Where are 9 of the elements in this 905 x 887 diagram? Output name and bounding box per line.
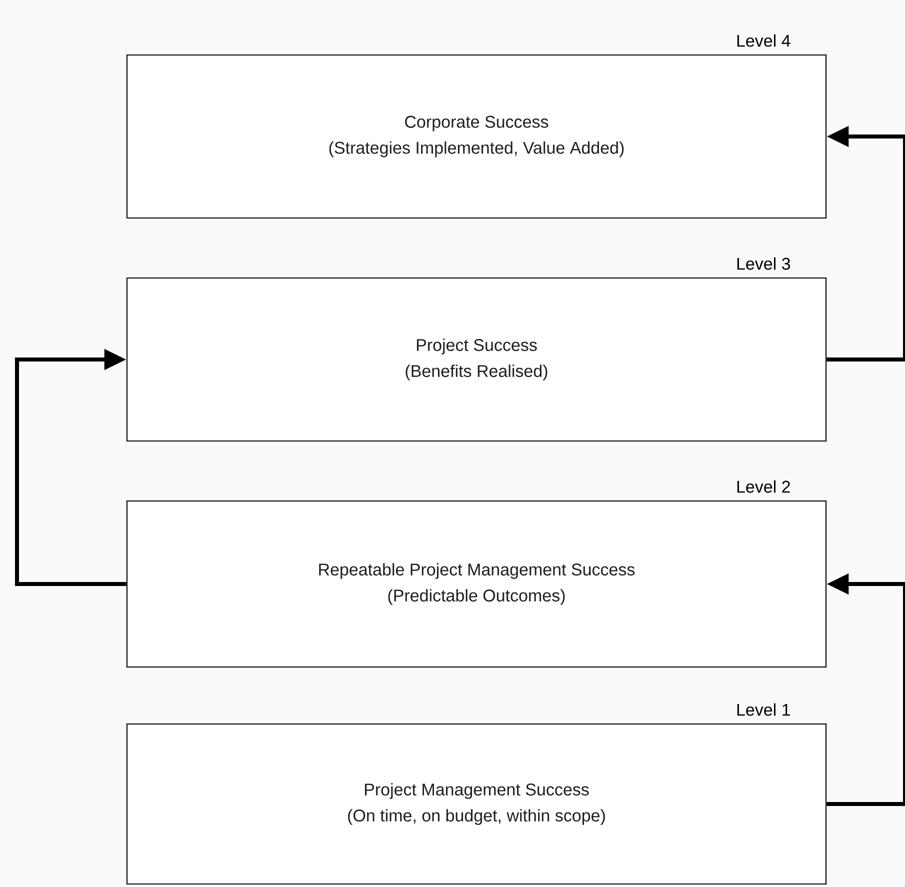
level-label: Level 3 [737,257,790,270]
arrow [15,348,126,586]
level-box: Project Management Success (On time, on budget, within scope) [126,723,827,885]
level-label: Level 2 [737,480,790,493]
level-box: Repeatable Project Management Success (Predictable Outcomes) [126,500,827,668]
level-label: Level 4 [737,34,790,47]
level-box: Project Success (Benefits Realised) [126,277,827,442]
level-label: Level 1 [737,703,790,716]
level-box: Corporate Success (Strategies Implemented, Value Added) [126,54,827,219]
